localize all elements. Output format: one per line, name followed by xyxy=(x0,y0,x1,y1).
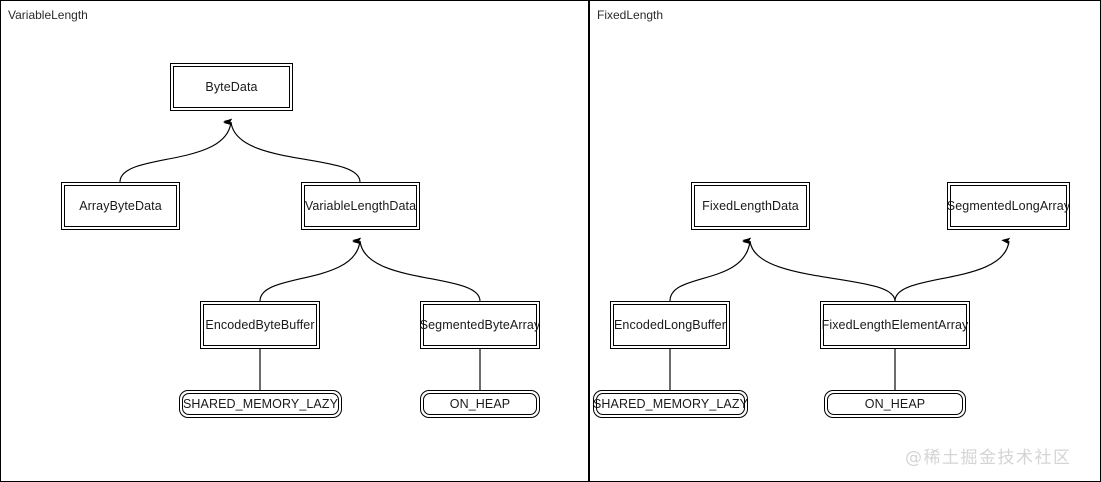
node-inner-border xyxy=(613,304,727,346)
node-inner-border xyxy=(173,66,290,108)
node-encoded-long-buffer[interactable]: EncodedLongBuffer xyxy=(610,301,730,349)
node-inner-border xyxy=(423,393,537,415)
node-segmented-long-array[interactable]: SegmentedLongArray xyxy=(947,182,1070,230)
node-on-heap-right[interactable]: ON_HEAP xyxy=(824,390,966,418)
node-inner-border xyxy=(304,185,417,227)
node-inner-border xyxy=(823,304,967,346)
node-label: ON_HEAP xyxy=(864,397,926,411)
node-label: ArrayByteData xyxy=(79,199,162,213)
node-inner-border xyxy=(950,185,1067,227)
node-label: ByteData xyxy=(205,80,258,94)
node-label: EncodedLongBuffer xyxy=(614,318,726,332)
node-shared-memory-lazy-left[interactable]: SHARED_MEMORY_LAZY xyxy=(179,390,342,418)
node-on-heap-left[interactable]: ON_HEAP xyxy=(420,390,540,418)
node-inner-border xyxy=(423,304,537,346)
node-label: SHARED_MEMORY_LAZY xyxy=(592,397,749,411)
node-label: FixedLengthData xyxy=(702,199,799,213)
node-inner-border xyxy=(203,304,317,346)
node-shared-memory-lazy-right[interactable]: SHARED_MEMORY_LAZY xyxy=(593,390,748,418)
node-fixed-length-data[interactable]: FixedLengthData xyxy=(691,182,810,230)
node-fixed-length-element-array[interactable]: FixedLengthElementArray xyxy=(820,301,970,349)
node-variable-length-data[interactable]: VariableLengthData xyxy=(301,182,420,230)
node-byte-data[interactable]: ByteData xyxy=(170,63,293,111)
node-inner-border xyxy=(596,393,745,415)
node-encoded-byte-buffer[interactable]: EncodedByteBuffer xyxy=(200,301,320,349)
node-label: FixedLengthElementArray xyxy=(821,318,969,332)
node-inner-border xyxy=(827,393,963,415)
node-label: EncodedByteBuffer xyxy=(205,318,315,332)
panel-label-fixed-length: FixedLength xyxy=(597,8,664,22)
node-inner-border xyxy=(182,393,339,415)
node-label: SegmentedLongArray xyxy=(946,199,1071,213)
node-label: SegmentedByteArray xyxy=(419,318,541,332)
node-label: ON_HEAP xyxy=(449,397,511,411)
node-segmented-byte-array[interactable]: SegmentedByteArray xyxy=(420,301,540,349)
node-array-byte-data[interactable]: ArrayByteData xyxy=(61,182,180,230)
node-inner-border xyxy=(694,185,807,227)
node-label: VariableLengthData xyxy=(304,199,417,213)
watermark: @稀土掘金技术社区 xyxy=(905,448,1072,468)
node-inner-border xyxy=(64,185,177,227)
panel-label-variable-length: VariableLength xyxy=(8,8,88,22)
node-label: SHARED_MEMORY_LAZY xyxy=(182,397,339,411)
